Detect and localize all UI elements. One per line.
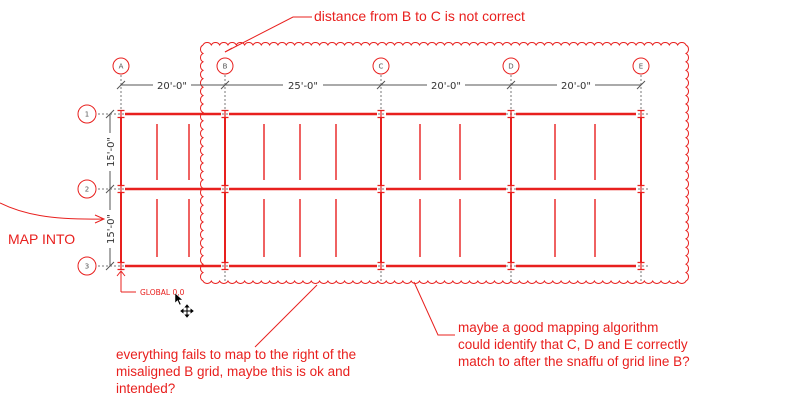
arrow-map-into [94,214,106,224]
row-bubble-1 [77,104,97,124]
dim-x-de: 20'-0" [561,81,591,92]
column-label-e: E [639,63,643,71]
row-bubble-3 [77,256,97,276]
leader-everything-fails [254,284,318,348]
mouse-cursor-icon [174,292,184,306]
columns [120,118,642,262]
annotation-map-into: MAP INTO [8,231,76,247]
row-label-1: 1 [85,111,89,119]
column-label-a: A [119,63,124,71]
column-symbol [507,261,515,271]
dimension-labels-y: 15'-0" 15'-0" [104,133,117,248]
dim-x-cd: 20'-0" [431,81,461,92]
leader-b-to-c [224,16,312,53]
dimension-labels-x: 20'-0" 25'-0" 20'-0" 20'-0" [153,79,595,92]
column-symbol [221,109,229,119]
annotation-mapping-algorithm: maybe a good mapping algorithm could ide… [458,319,690,370]
dimension-line-horizontal [116,80,646,90]
row-label-2: 2 [85,186,89,194]
dim-x-bc: 25'-0" [288,81,318,92]
column-bubble-e [632,57,650,75]
global-origin-marker [116,270,136,293]
column-bubble-b [216,57,234,75]
annotation-line: could identify that C, D and E correctly [458,337,688,352]
row-bubble-2 [77,179,97,199]
column-symbols [117,109,645,271]
column-symbol [377,184,385,194]
column-symbol [507,184,515,194]
column-symbol [637,109,645,119]
column-bubbles [112,57,650,75]
column-label-c: C [379,63,384,71]
annotation-line: everything fails to map to the right of … [116,347,357,362]
column-label-d: D [508,63,513,71]
column-symbol [221,184,229,194]
column-symbol [117,109,125,119]
column-label-b: B [223,63,228,71]
column-symbol [377,109,385,119]
column-symbol [377,261,385,271]
column-bubble-d [502,57,520,75]
annotation-line: maybe a good mapping algorithm [458,320,659,335]
joists [156,124,596,257]
column-symbol [507,109,515,119]
column-symbol [637,261,645,271]
annotation-line: match to after the snaffu of grid line B… [458,354,690,369]
global-origin-label: GLOBAL 0,0 [140,288,185,297]
annotation-line: misaligned B grid, maybe this is ok and [116,364,351,379]
leader-mapping-algorithm [413,281,455,336]
column-symbol [117,184,125,194]
column-bubble-c [372,57,390,75]
column-symbol [117,261,125,271]
annotation-everything-fails: everything fails to map to the right of … [116,346,356,397]
dim-y-12: 15'-0" [106,137,117,167]
beams [125,112,636,268]
revision-cloud [200,42,689,284]
annotation-b-to-c: distance from B to C is not correct [314,8,525,24]
leader-map-into [0,202,104,220]
row-bubbles [77,104,97,276]
column-bubble-a [112,57,130,75]
dim-x-ab: 20'-0" [157,81,187,92]
column-symbol [637,184,645,194]
row-label-3: 3 [85,263,89,271]
annotation-leaders [0,16,455,348]
column-symbol [221,261,229,271]
dim-y-23: 15'-0" [106,214,117,244]
move-cursor-icon [180,304,194,318]
annotation-line: intended? [116,381,176,396]
